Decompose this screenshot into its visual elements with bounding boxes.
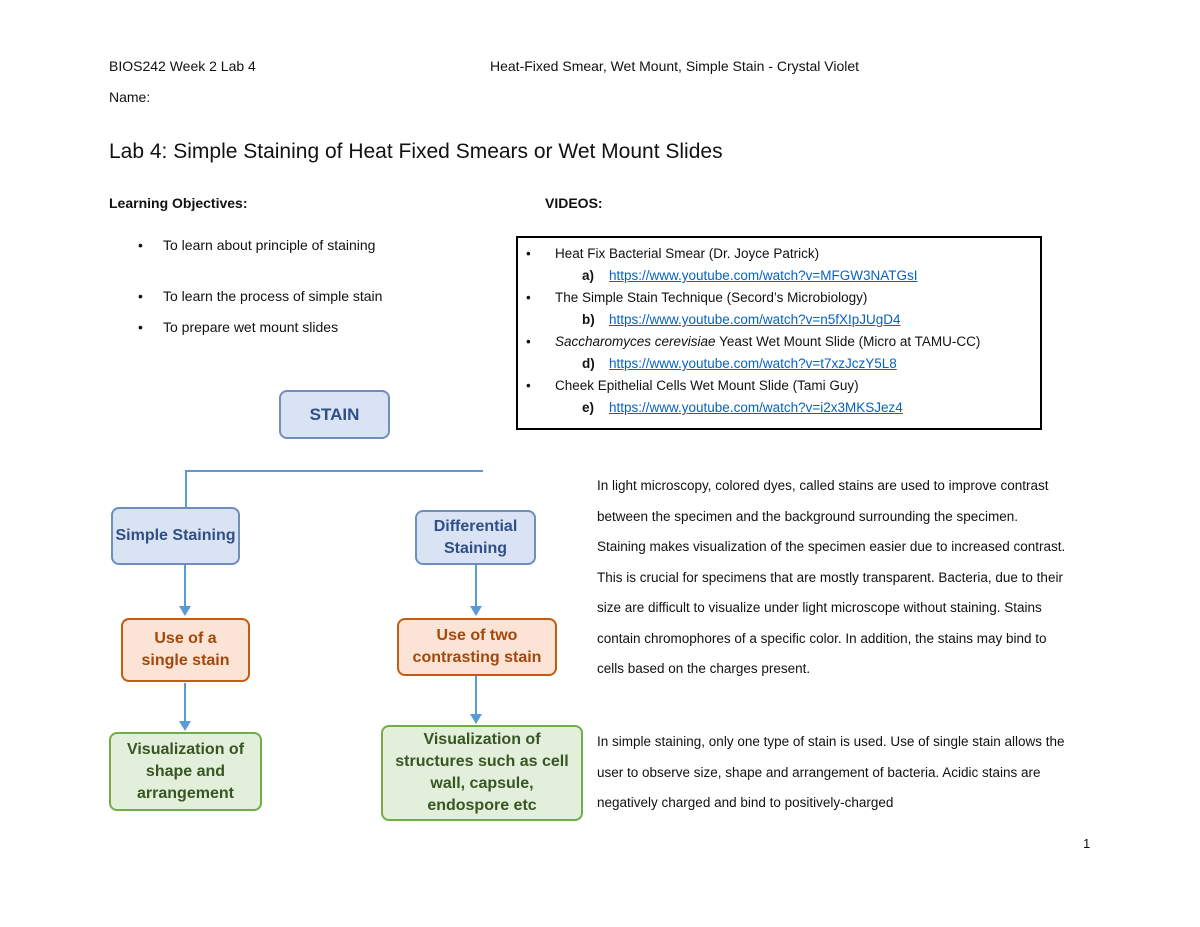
page-title: Lab 4: Simple Staining of Heat Fixed Sme… [109,140,723,163]
differential-staining-node: Differential Staining [415,510,536,565]
connector-line [475,565,477,608]
video-link[interactable]: https://www.youtube.com/watch?v=i2x3MKSJ… [609,400,903,415]
list-letter: a) [582,268,595,283]
bullet: • [526,378,531,393]
videos-heading: VIDEOS: [545,195,603,211]
page-number: 1 [1083,836,1091,851]
arrow-head [179,721,191,731]
shape-arrangement-node: Visualization of shape and arrangement [109,732,262,811]
list-letter: d) [582,356,595,371]
list-letter: b) [582,312,595,327]
objective-text: To learn about principle of staining [163,237,376,253]
objective-text: To learn the process of simple stain [163,288,383,304]
arrow-head [179,606,191,616]
connector-line [185,470,187,507]
header-course: BIOS242 Week 2 Lab 4 [109,58,256,74]
video-link[interactable]: https://www.youtube.com/watch?v=n5fXIpJU… [609,312,901,327]
bullet: • [526,246,531,261]
video-title: Heat Fix Bacterial Smear (Dr. Joyce Patr… [555,246,820,261]
header-topic: Heat-Fixed Smear, Wet Mount, Simple Stai… [490,58,860,74]
videos-box: • Heat Fix Bacterial Smear (Dr. Joyce Pa… [516,236,1042,430]
intro-paragraph: In light microscopy, colored dyes, calle… [597,478,1066,676]
single-stain-node: Use of a single stain [121,618,250,682]
video-title: Cheek Epithelial Cells Wet Mount Slide (… [555,378,859,393]
simple-staining-paragraph: In simple staining, only one type of sta… [597,734,1065,810]
connector-line [475,676,477,716]
video-title: Saccharomyces cerevisiae Yeast Wet Mount… [555,334,981,349]
bullet: • [138,319,143,335]
connector-line [185,470,483,472]
video-link[interactable]: https://www.youtube.com/watch?v=MFGW3NAT… [609,268,918,283]
video-link[interactable]: https://www.youtube.com/watch?v=t7xzJczY… [609,356,897,371]
objective-text: To prepare wet mount slides [163,319,339,335]
arrow-head [470,714,482,724]
connector-line [184,565,186,608]
video-title: The Simple Stain Technique (Secord’s Mic… [555,290,868,305]
name-label: Name: [109,89,151,105]
bullet: • [526,290,531,305]
list-letter: e) [582,400,595,415]
bullet: • [138,288,143,304]
arrow-head [470,606,482,616]
contrasting-stain-node: Use of two contrasting stain [397,618,557,676]
connector-line [184,683,186,723]
bullet: • [138,237,143,253]
bullet: • [526,334,531,349]
learning-objectives-heading: Learning Objectives: [109,195,248,211]
cell-structures-node: Visualization of structures such as cell… [381,725,583,821]
simple-staining-node: Simple Staining [111,507,240,565]
stain-node: STAIN [279,390,390,439]
